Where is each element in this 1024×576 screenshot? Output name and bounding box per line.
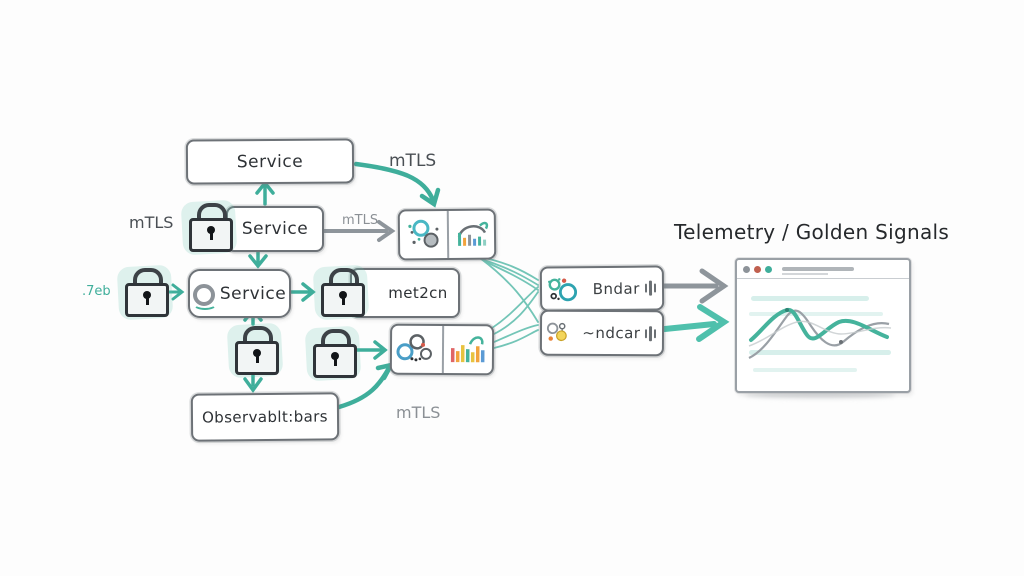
- mtls-label-mid: mTLS: [342, 213, 379, 228]
- service-main-label: Service: [219, 283, 287, 304]
- node-sidecar-top: Bndar: [539, 265, 665, 312]
- collector1-gears-icon: [400, 211, 447, 258]
- lock-icon-observability-path: [232, 326, 279, 375]
- telemetry-heading: Telemetry / Golden Signals: [674, 220, 950, 244]
- service-top-label: Service: [236, 151, 304, 172]
- lock-icon-metrics: [318, 268, 365, 317]
- web-note-label: .7eb: [82, 284, 111, 299]
- node-service-mid: Service: [226, 206, 324, 252]
- collector1-gauge-icon: [446, 210, 495, 258]
- telemetry-browser-window: [735, 258, 911, 393]
- lock-icon-web: [122, 268, 169, 317]
- browser-address-bar: [782, 267, 854, 275]
- sidecar-top-gears-icon: [548, 277, 578, 301]
- lock-icon-service-mid: [186, 203, 233, 252]
- node-metrics: met2cn: [350, 268, 460, 318]
- sidecar-bottom-label: ~ndcar: [582, 323, 641, 343]
- traffic-light-red-icon: [754, 265, 761, 273]
- sidecar-top-connector-icon: [644, 280, 657, 296]
- metrics-label: met2cn: [388, 284, 448, 302]
- arrow-service-mid-to-collector1: [322, 220, 396, 242]
- collector2-gears-icon: [392, 326, 442, 373]
- node-service-main: Service: [188, 269, 291, 318]
- traffic-light-teal-icon: [765, 265, 772, 273]
- arrow-service-top-to-collector1: [353, 161, 441, 208]
- mtls-label-left: mTLS: [129, 213, 174, 232]
- arrow-service-mid-to-top: [255, 180, 275, 206]
- node-observability: Observablt:bars: [190, 392, 340, 442]
- arrow-service-mid-to-main: [248, 248, 268, 269]
- golden-signals-chart: [741, 282, 905, 387]
- sidecar-top-label: Bndar: [592, 279, 640, 298]
- sidecar-bottom-gears-icon: [546, 322, 567, 342]
- traffic-light-gray-icon: [743, 265, 750, 273]
- node-service-top: Service: [185, 138, 355, 185]
- arrow-service-to-metrics: [289, 282, 316, 302]
- collector2-bars-icon: [441, 326, 493, 374]
- node-sidecar-bottom: ~ndcar: [539, 309, 665, 357]
- mtls-label-top: mTLS: [389, 151, 437, 171]
- mtls-label-bottom: mTLS: [396, 403, 441, 422]
- service-mid-label: Service: [241, 219, 309, 239]
- service-ring-icon: [192, 283, 217, 310]
- node-collector-1: [397, 208, 497, 261]
- lock-icon-collector-path: [310, 329, 357, 378]
- sidecar-bottom-connector-icon: [644, 325, 657, 341]
- browser-shadow: [745, 392, 895, 398]
- browser-title-bar: [737, 260, 909, 279]
- arrow-sidecar-top-to-browser: [652, 268, 729, 304]
- arrow-lock-to-collector2: [354, 340, 388, 360]
- arrow-sidecar-bottom-to-browser: [652, 304, 730, 342]
- node-collector-2: [389, 323, 495, 376]
- observability-label: Observablt:bars: [201, 407, 329, 427]
